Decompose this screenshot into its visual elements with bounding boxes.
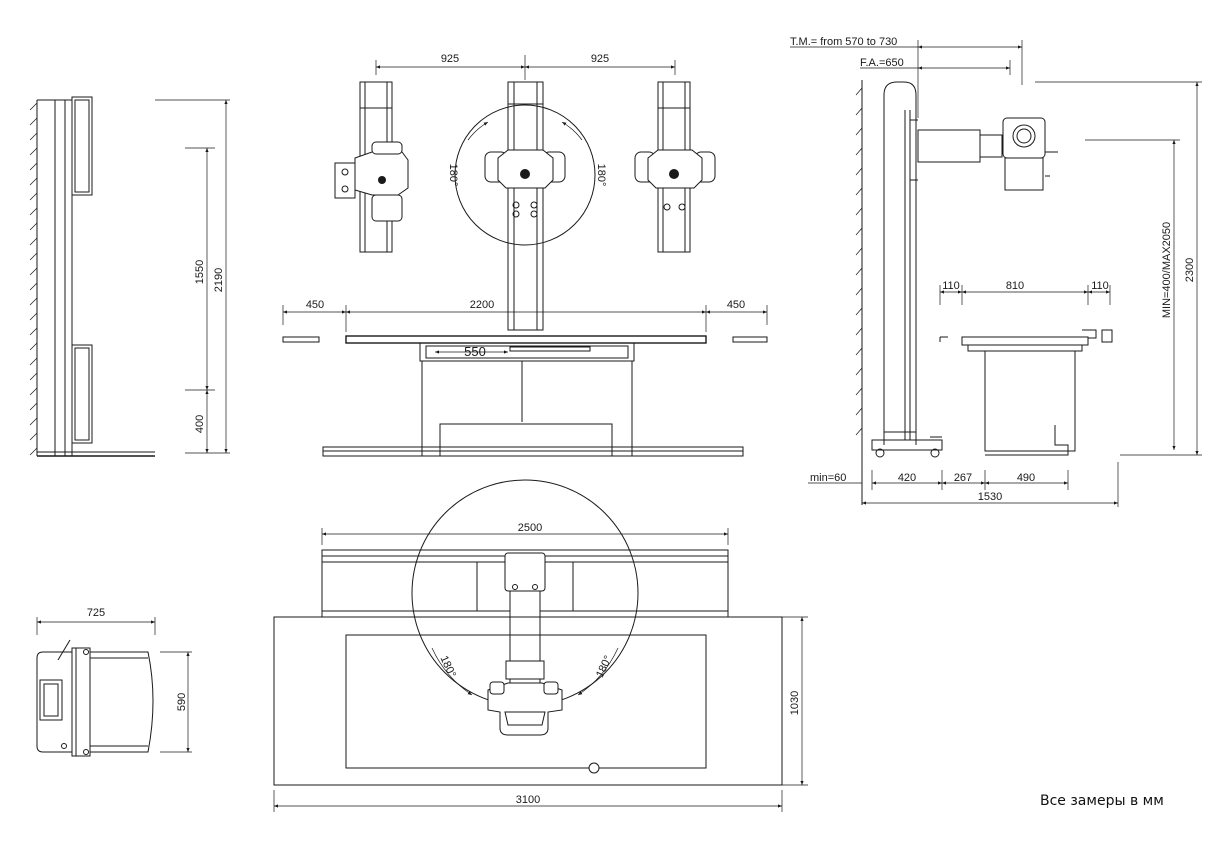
tilt-180-left: 180° [447,164,459,187]
tube-head-top [487,681,563,736]
dim-725: 725 [87,607,105,619]
tube-holder-right [634,149,716,211]
dim-fa: F.A.=650 [860,57,904,69]
dim-min-60: min=60 [810,472,846,484]
dim-450-right: 450 [727,299,745,311]
dim-450-left: 450 [306,299,324,311]
dim-420: 420 [898,472,916,484]
dim-2500: 2500 [518,522,542,534]
dim-min-max: MIN=400/MAX2050 [1161,222,1173,318]
dim-1030: 1030 [789,691,801,715]
dim-1550: 1550 [194,260,206,284]
dim-3100: 3100 [516,794,540,806]
top-view: 2500 180° 180° 1030 [273,479,808,812]
dim-2300: 2300 [1184,258,1196,282]
dim-267: 267 [954,472,972,484]
right-side-view: T.M.= from 570 to 730 F.A.=650 [790,36,1202,507]
dim-tm: T.M.= from 570 to 730 [790,36,897,48]
wall-stand-side-view: 2190 1550 400 [29,96,230,457]
xray-tube-side [1002,117,1058,191]
dim-810: 810 [1006,280,1024,292]
units-note: Все замеры в мм [1040,793,1164,809]
tube-holder-center [484,149,566,218]
dim-925-right: 925 [591,53,609,65]
dim-590: 590 [176,693,188,711]
small-top-view: 725 590 [36,607,192,757]
dim-110-right: 110 [1091,280,1109,292]
dim-490: 490 [1017,472,1035,484]
dim-550: 550 [464,344,486,359]
dim-2200: 2200 [470,299,494,311]
tube-holder-left [334,141,409,222]
tilt-180-right: 180° [595,164,607,187]
tilt-180-top-right: 180° [594,654,614,680]
dim-2190: 2190 [213,268,225,292]
front-view: 925 925 180° 180° [282,53,768,457]
tilt-180-top-left: 180° [437,654,457,680]
dim-1530: 1530 [978,491,1002,503]
dim-400: 400 [194,415,206,433]
dim-110-left: 110 [942,280,960,292]
dim-925-left: 925 [441,53,459,65]
